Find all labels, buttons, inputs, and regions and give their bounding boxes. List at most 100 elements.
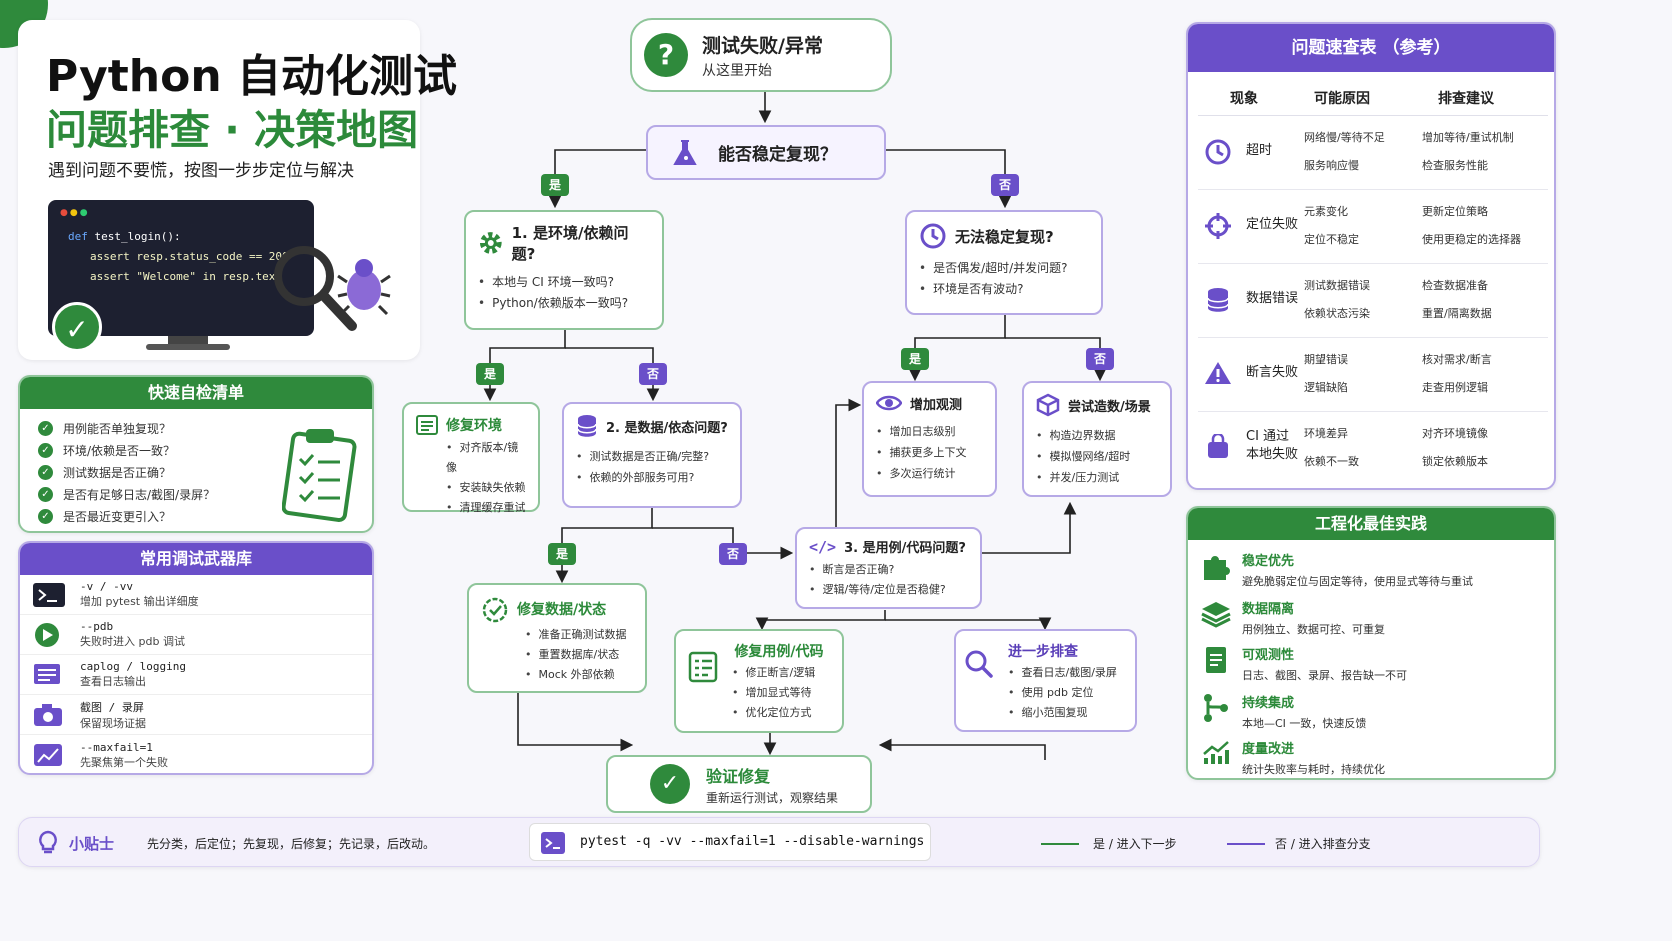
monitor-base	[146, 344, 230, 350]
further-node: 进一步排查 查看日志/截图/录屏使用 pdb 定位缩小范围复现	[954, 629, 1137, 732]
checklist-item: ✓用例能否单独复现？	[38, 417, 215, 439]
quick-table-title: 问题速查表 （参考）	[1188, 24, 1554, 72]
flask-icon	[673, 139, 697, 165]
footer-bar: 小贴士 先分类，后定位；先复现，后修复；先记录，后改动。 pytest -q -…	[18, 817, 1540, 867]
code-question-title: 3. 是用例/代码问题?	[844, 541, 966, 556]
fix-env-node: 修复环境 对齐版本/镜像安装缺失依赖清理缓存重试	[402, 402, 540, 514]
no-tag: 否	[719, 543, 747, 565]
crosshair-icon	[1205, 213, 1231, 239]
observe-node: 增加观测 增加日志级别捕获更多上下文多次运行统计	[862, 381, 997, 497]
legend-no-label: 否 / 进入排查分支	[1275, 837, 1371, 851]
checklist-card: 快速自检清单 ✓用例能否单独复现？ ✓环境/依赖是否一致？ ✓测试数据是否正确？…	[18, 375, 374, 533]
fix-code-node: 修复用例/代码 修正断言/逻辑增加显式等待优化定位方式	[674, 629, 844, 733]
layers-icon	[1201, 602, 1231, 628]
yes-tag: 是	[901, 348, 929, 370]
practice-item: 度量改进统计失败率与耗时，持续优化	[1200, 738, 1550, 784]
check-icon: ✓	[38, 486, 53, 502]
start-subtitle: 从这里开始	[702, 62, 772, 79]
no-tag: 否	[639, 363, 667, 385]
monitor-stand	[168, 336, 208, 346]
command-text: pytest -q -vv --maxfail=1 --disable-warn…	[580, 834, 925, 849]
env-question-node: 1. 是环境/依赖问题? 本地与 CI 环境一致吗?Python/依赖版本一致吗…	[464, 210, 664, 330]
verify-node: ✓ 验证修复 重新运行测试，观察结果	[606, 755, 872, 813]
check-icon: ✓	[38, 508, 53, 524]
search-icon	[965, 650, 993, 678]
trend-icon	[1203, 741, 1229, 764]
code-line-3: assert "Welcome" in resp.text	[90, 270, 283, 283]
check-circle-icon: ✓	[650, 764, 690, 804]
env-question-title: 1. 是环境/依赖问题?	[511, 224, 629, 263]
check-badge-icon: ✓	[52, 302, 102, 352]
checklist-title: 快速自检清单	[20, 377, 372, 409]
question-icon: ?	[644, 33, 688, 77]
fix-code-title: 修复用例/代码	[734, 644, 824, 660]
data-question-node: 2. 是数据/依态问题? 测试数据是否正确/完整?依赖的外部服务可用?	[562, 402, 742, 508]
no-tag: 否	[991, 174, 1019, 196]
fix-code-list: 修正断言/逻辑增加显式等待优化定位方式	[732, 663, 830, 723]
page-subtitle: 遇到问题不要慌，按图一步步定位与解决	[48, 161, 354, 181]
eye-icon	[876, 395, 902, 411]
branch-icon	[1204, 694, 1228, 722]
code-line-1: def test_login():	[68, 230, 181, 243]
tools-title: 常用调试武器库	[20, 543, 372, 575]
env-question-list: 本地与 CI 环境一致吗?Python/依赖版本一致吗?	[478, 272, 650, 314]
debug-play-icon	[35, 622, 59, 647]
checklist-item: ✓是否最近变更引入？	[38, 505, 215, 527]
tip-text: 先分类，后定位；先复现，后修复；先记录，后改动。	[147, 837, 436, 851]
data-question-list: 测试数据是否正确/完整?依赖的外部服务可用?	[576, 446, 728, 488]
scenario-node: 尝试造数/场景 构造边界数据模拟慢网络/超时并发/压力测试	[1022, 381, 1172, 497]
command-box[interactable]: pytest -q -vv --maxfail=1 --disable-warn…	[529, 823, 931, 861]
check-icon: ✓	[38, 420, 53, 436]
further-title: 进一步排查	[1008, 644, 1078, 660]
check-icon: ✓	[38, 442, 53, 458]
terminal-icon	[33, 582, 65, 607]
scenario-list: 构造边界数据模拟慢网络/超时并发/压力测试	[1036, 425, 1158, 488]
observe-list: 增加日志级别捕获更多上下文多次运行统计	[876, 421, 983, 484]
code-question-node: </>3. 是用例/代码问题? 断言是否正确?逻辑/等待/定位是否稳健?	[795, 527, 982, 609]
fix-env-list: 对齐版本/镜像安装缺失依赖清理缓存重试	[446, 438, 526, 518]
cube-icon	[1036, 393, 1060, 417]
log-icon	[34, 663, 60, 684]
fix-data-node: 修复数据/状态 准备正确测试数据重置数据库/状态Mock 外部依赖	[467, 583, 647, 693]
fix-data-title: 修复数据/状态	[517, 602, 607, 618]
legend-no-line	[1227, 843, 1265, 845]
warning-icon	[1205, 362, 1231, 384]
practice-item: 可观测性日志、截图、录屏、报告缺一不可	[1200, 644, 1550, 690]
timer-icon	[482, 597, 508, 623]
code-list-icon	[688, 651, 718, 683]
lightbulb-icon	[39, 830, 57, 854]
further-list: 查看日志/截图/录屏使用 pdb 定位缩小范围复现	[1008, 663, 1123, 723]
best-practices-card: 工程化最佳实践 稳定优先避免脆弱定位与固定等待，使用显式等待与重试 数据隔离用例…	[1186, 506, 1556, 780]
bag-icon	[1208, 434, 1228, 458]
data-question-title: 2. 是数据/依态问题?	[606, 420, 728, 436]
quick-table-row: CI 通过 本地失败 环境差异依赖不一致 对齐环境镜像锁定依赖版本	[1198, 414, 1548, 486]
terminal-icon	[541, 832, 565, 854]
bug-icon	[337, 259, 391, 316]
database-icon	[577, 415, 597, 437]
code-line-2: assert resp.status_code == 200	[90, 250, 289, 263]
unstable-question-node: 无法稳定复现? 是否偶发/超时/并发问题?环境是否有波动?	[905, 210, 1103, 315]
start-node: ? 测试失败/异常 从这里开始	[630, 18, 892, 92]
quick-table-row: 断言失败 期望错误逻辑缺陷 核对需求/断言走查用例逻辑	[1198, 340, 1548, 412]
start-title: 测试失败/异常	[702, 34, 823, 57]
window-dots: ●●●	[60, 208, 90, 218]
fix-data-list: 准备正确测试数据重置数据库/状态Mock 外部依赖	[525, 625, 633, 685]
checklist-item: ✓测试数据是否正确？	[38, 461, 215, 483]
quick-table-row: 定位失败 元素变化定位不稳定 更新定位策略使用更稳定的选择器	[1198, 192, 1548, 264]
magnifier-icon	[274, 246, 357, 331]
verify-title: 验证修复	[706, 766, 771, 786]
legend-yes-label: 是 / 进入下一步	[1093, 837, 1177, 851]
doc-icon	[1206, 647, 1226, 673]
quick-table-row: 数据错误 测试数据错误依赖状态污染 检查数据准备重置/隔离数据	[1198, 266, 1548, 338]
chart-icon	[34, 744, 62, 766]
best-practices-title: 工程化最佳实践	[1188, 508, 1554, 540]
unstable-question-title: 无法稳定复现?	[955, 227, 1054, 246]
gear-icon	[479, 232, 502, 254]
observe-title: 增加观测	[910, 397, 963, 413]
checklist-items: ✓用例能否单独复现？ ✓环境/依赖是否一致？ ✓测试数据是否正确？ ✓是否有足够…	[38, 417, 215, 527]
